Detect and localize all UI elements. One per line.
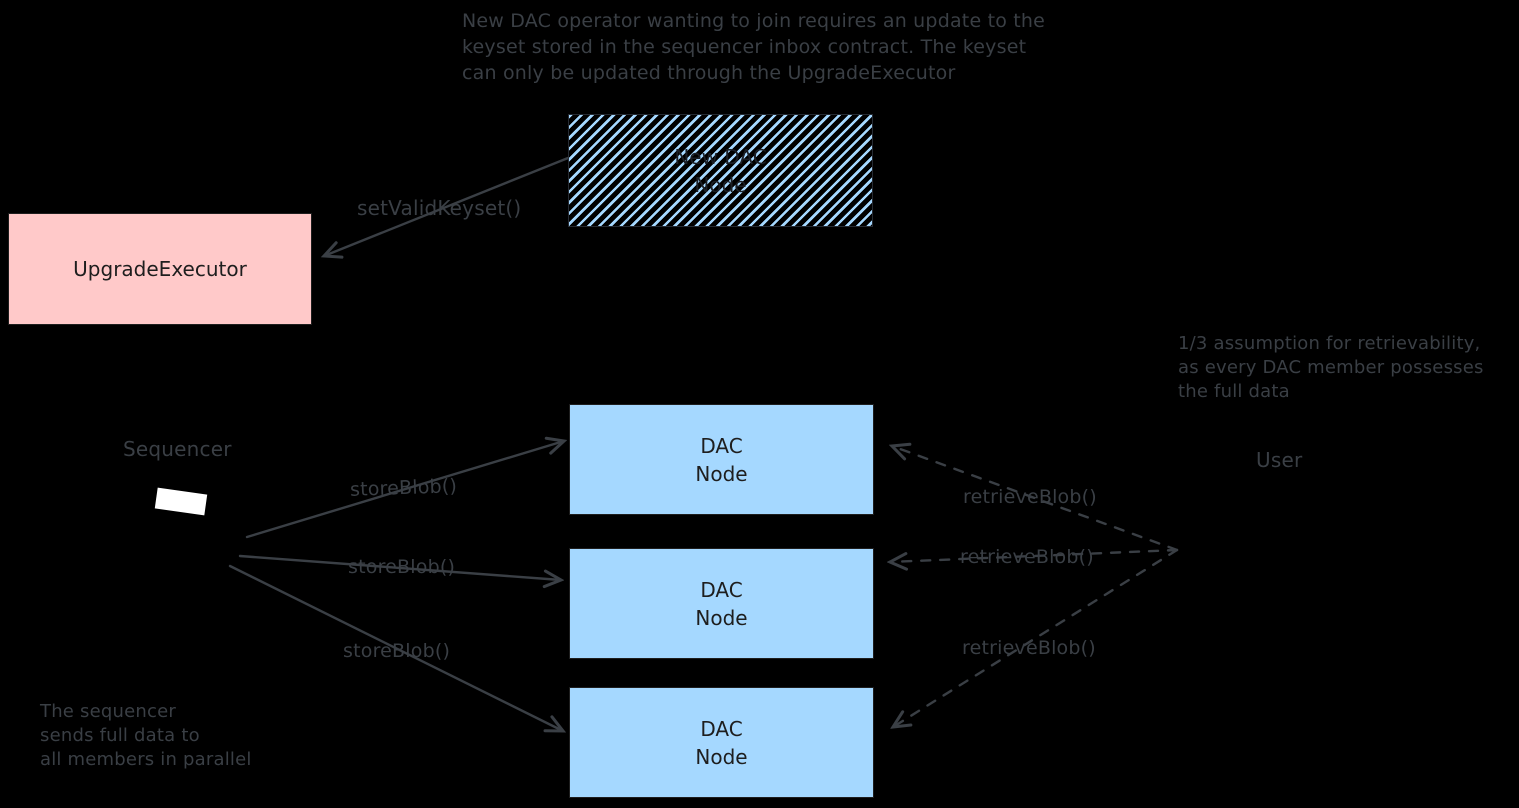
user-label: User <box>1256 448 1303 472</box>
arrow-storeblob-3 <box>228 564 563 731</box>
note-sequencer-parallel: The sequencer sends full data to all mem… <box>40 701 252 770</box>
storeblob-label-3: storeBlob() <box>343 640 451 662</box>
arrow-storeblob-2 <box>238 554 561 580</box>
storeblob-label-1: storeBlob() <box>349 475 458 501</box>
setvalidkeyset-label: setValidKeyset() <box>357 196 522 220</box>
dac-node-box-3: DAC Node <box>569 687 874 798</box>
arrow-retrieveblob-2 <box>890 548 1179 562</box>
retrieveblob-label-3: retrieveBlob() <box>962 637 1096 659</box>
dac-node-box-1: DAC Node <box>569 404 874 515</box>
arrow-setvalidkeyset <box>324 156 570 256</box>
note-new-dac-operator: New DAC operator wanting to join require… <box>462 10 1046 84</box>
retrieveblob-label-1: retrieveBlob() <box>963 486 1097 508</box>
storeblob-label-2: storeBlob() <box>348 556 456 578</box>
sequencer-label: Sequencer <box>123 437 232 461</box>
dac-node-box-2: DAC Node <box>569 548 874 659</box>
arrow-retrieveblob-1 <box>892 446 1179 552</box>
upgrade-executor-box: UpgradeExecutor <box>8 213 312 325</box>
retrieveblob-label-2: retrieveBlob() <box>960 546 1094 568</box>
new-dac-node-box: New DAC Node <box>568 114 873 227</box>
arrow-storeblob-1 <box>245 441 564 539</box>
note-retrievability-assumption: 1/3 assumption for retrievability, as ev… <box>1178 333 1484 402</box>
